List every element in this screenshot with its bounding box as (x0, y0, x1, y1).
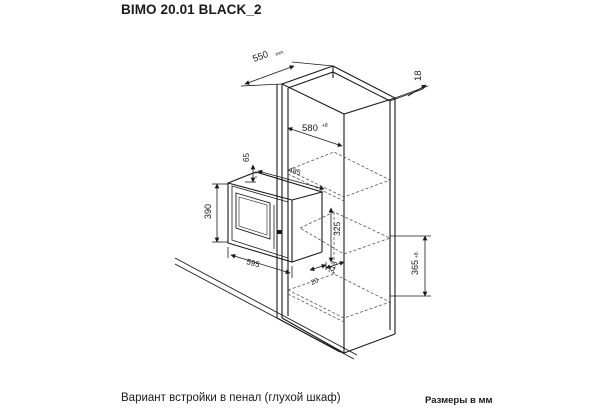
dimensions: 550 mm 18 580 +8 65 485 (203, 49, 431, 297)
dim-inner-depth: 580 +8 (287, 123, 343, 147)
dim-device-width: 595 (227, 247, 293, 278)
dim-opening-height-unit: +8 (414, 252, 420, 258)
units-note: Размеры в мм (425, 395, 493, 406)
dim-device-depth: 485 (257, 165, 325, 191)
dim-device-width-label: 595 (245, 257, 261, 269)
dim-device-height-label: 390 (203, 204, 213, 219)
dim-rear-offset: 20 (309, 262, 327, 287)
microwave (227, 171, 325, 263)
dim-support-height: 325 (328, 207, 342, 263)
dim-shelf-depth: 313 (325, 260, 345, 275)
dim-cabinet-width-unit: mm (275, 49, 285, 57)
dim-device-height: 390 (203, 183, 228, 243)
dim-device-depth-label: 485 (287, 165, 301, 177)
dim-opening-height: 365 +8 (390, 235, 431, 297)
cabinet-shelves (286, 151, 392, 323)
cabinet (276, 65, 397, 354)
dim-shelf-depth-label: 313 (326, 260, 339, 275)
dim-panel-thickness: 18 (389, 70, 429, 102)
dim-rear-offset-label: 20 (310, 277, 320, 287)
installation-caption: Вариант встройки в пенал (глухой шкаф) (121, 392, 341, 404)
dim-inner-depth-label: 580 (302, 123, 318, 134)
dim-gap-top: 65 (242, 153, 256, 183)
dim-panel-thickness-label: 18 (413, 70, 424, 81)
dim-gap-top-label: 65 (242, 153, 251, 162)
dim-opening-height-label: 365 (410, 260, 420, 275)
dim-inner-depth-unit: +8 (322, 123, 328, 129)
dim-cabinet-width: 550 mm (240, 49, 334, 87)
dim-cabinet-width-label: 550 (251, 49, 270, 65)
diagram-title: BIMO 20.01 BLACK_2 (121, 2, 262, 17)
dim-support-height-label: 325 (332, 222, 342, 236)
